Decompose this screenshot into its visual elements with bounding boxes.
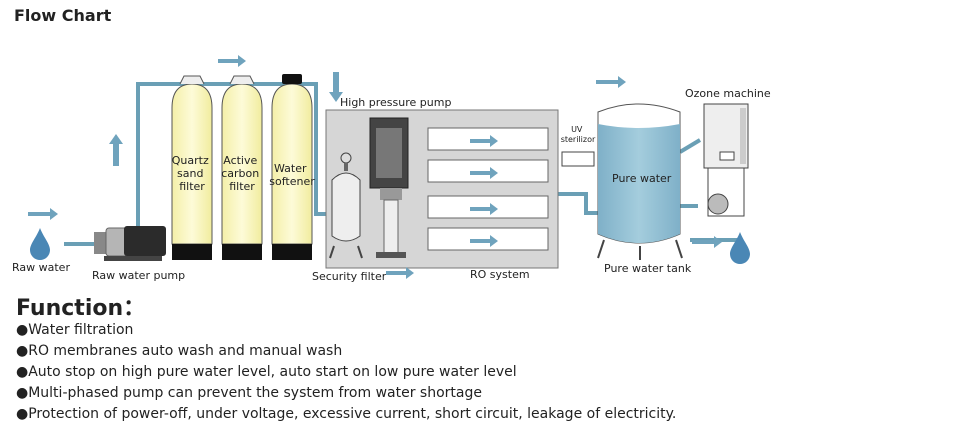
function-heading: Function：	[16, 296, 146, 321]
high-pressure-pump-label: High pressure pump	[340, 96, 451, 109]
quartz-sand-filter	[171, 75, 213, 260]
raw-water-label: Raw water	[12, 261, 70, 274]
high-pressure-pump	[369, 117, 409, 258]
function-item: ●Multi-phased pump can prevent the syste…	[16, 385, 482, 401]
function-list: ●Water filtration ●RO membranes auto was…	[16, 320, 676, 425]
flow-diagram: Raw water Raw water pump Quartz sand fil…	[12, 55, 771, 283]
carbon-label-3: filter	[229, 180, 255, 193]
bullet-icon: ●	[16, 322, 29, 338]
quartz-label-1: Quartz	[172, 154, 209, 167]
svg-text:Quartz sand filter: Quartz sand filter	[172, 154, 212, 193]
arrow-up-icon	[109, 134, 123, 166]
arrow-right-icon	[218, 55, 246, 67]
raw-water-pump-label: Raw water pump	[92, 269, 185, 282]
arrow-right-icon	[470, 235, 498, 247]
arrow-right-icon	[470, 167, 498, 179]
arrow-right-icon	[596, 76, 626, 88]
pure-water-label: Pure water	[612, 172, 672, 185]
softener-label-2: softener	[269, 175, 315, 188]
security-filter	[329, 152, 363, 259]
raw-water-drop-icon	[30, 228, 50, 260]
ozone-machine-label: Ozone machine	[685, 87, 771, 100]
arrow-right-icon	[28, 208, 58, 220]
function-item: ●Water filtration	[16, 322, 134, 338]
svg-text:Active carbon filter: Active carbon filter	[221, 154, 263, 193]
svg-text:Water softener: Water softener	[269, 162, 315, 188]
arrow-right-icon	[470, 135, 498, 147]
uv-sterilizer	[561, 151, 595, 167]
bullet-icon: ●	[16, 406, 29, 422]
arrow-right-icon	[692, 236, 722, 248]
function-item: ●Auto stop on high pure water level, aut…	[16, 364, 517, 380]
carbon-label-1: Active	[223, 154, 257, 167]
uv-label-2: sterilizor	[561, 135, 596, 144]
bullet-icon: ●	[16, 364, 29, 380]
arrow-right-icon	[470, 203, 498, 215]
svg-text:UV sterilizor: UV sterilizor	[561, 125, 596, 144]
bullet-icon: ●	[16, 343, 29, 359]
page-title: Flow Chart	[14, 6, 112, 25]
pure-water-drop-icon	[730, 232, 750, 264]
security-filter-label: Security filter	[312, 270, 387, 283]
bullet-icon: ●	[16, 385, 29, 401]
function-item: ●RO membranes auto wash and manual wash	[16, 343, 343, 359]
quartz-label-3: filter	[179, 180, 205, 193]
softener-label-1: Water	[274, 162, 307, 175]
raw-water-pump	[94, 226, 166, 261]
ozone-machine	[703, 103, 749, 217]
water-softener	[271, 74, 313, 260]
uv-label-1: UV	[571, 125, 583, 134]
arrow-down-icon	[329, 72, 343, 102]
carbon-label-2: carbon	[221, 167, 259, 180]
pure-water-tank-label: Pure water tank	[604, 262, 692, 275]
arrow-right-icon	[386, 267, 414, 279]
pure-water-tank	[597, 103, 683, 260]
ro-system-label: RO system	[470, 268, 530, 281]
flow-arrows	[28, 55, 722, 279]
quartz-label-2: sand	[177, 167, 203, 180]
active-carbon-filter	[221, 75, 263, 260]
function-item: ●Protection of power-off, under voltage,…	[16, 406, 677, 422]
